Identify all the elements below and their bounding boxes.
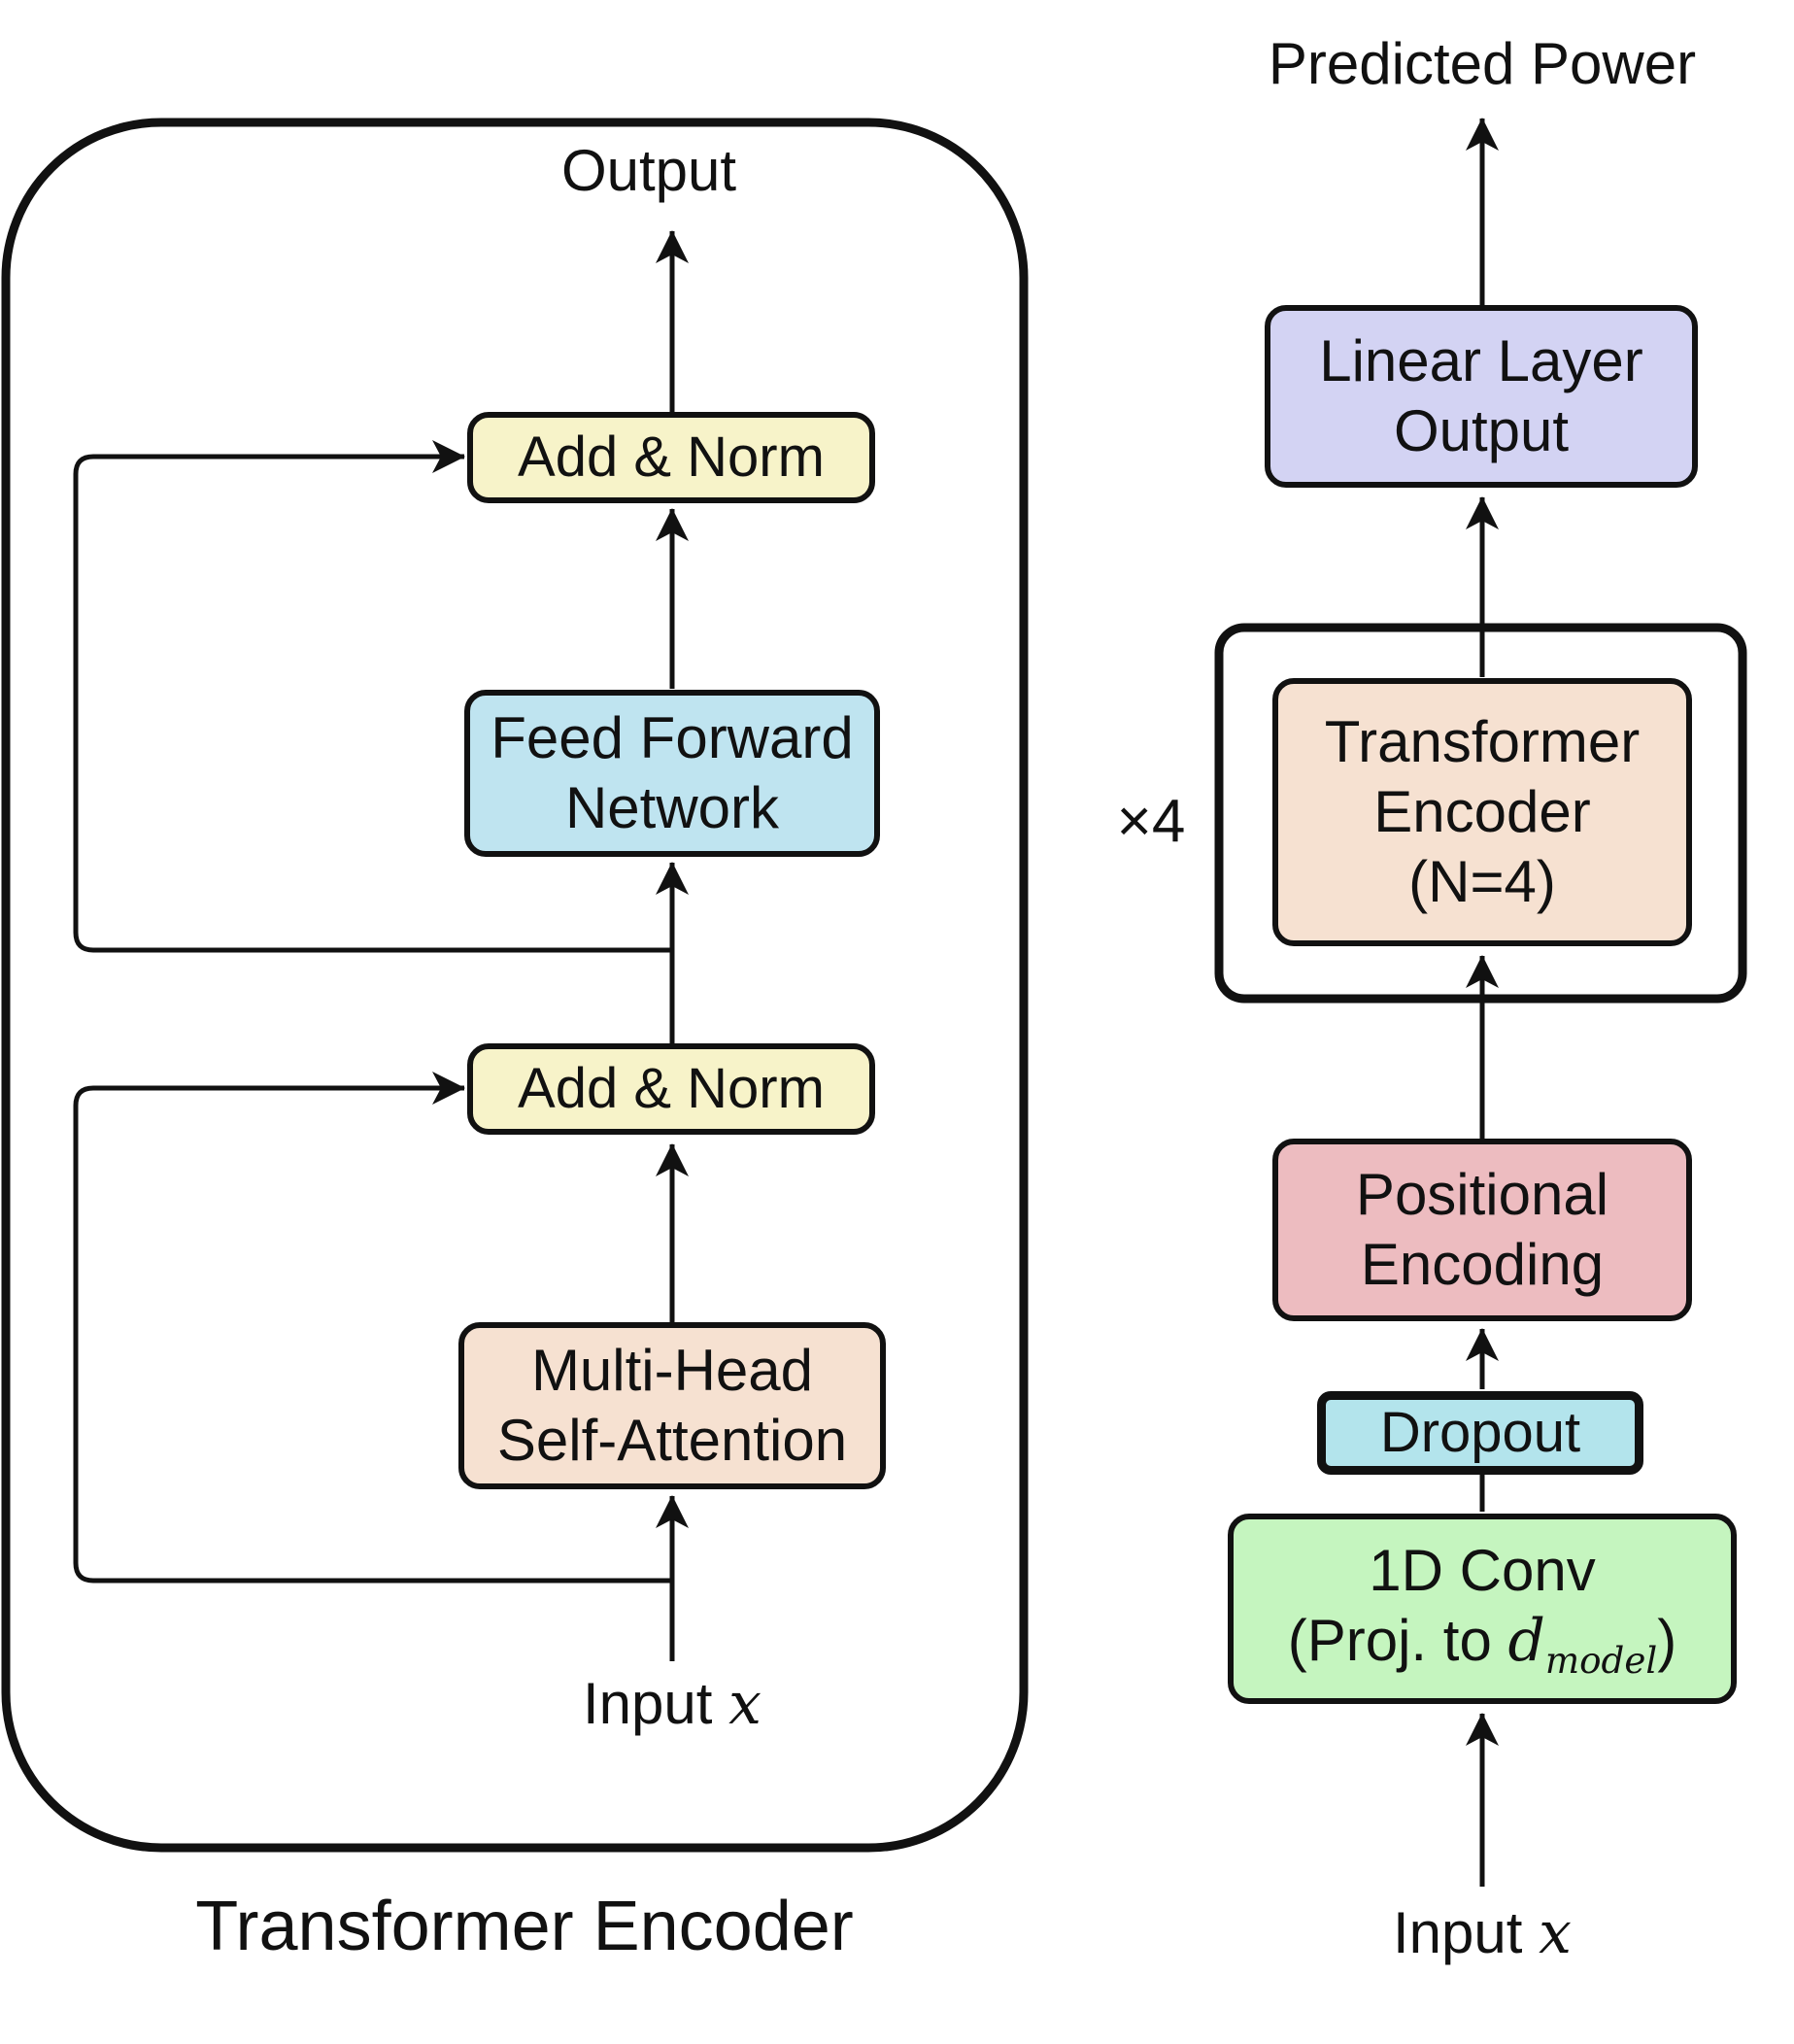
- encoder-detail-frame: [1, 118, 1029, 1853]
- add-norm-top-label: Add & Norm: [518, 426, 825, 490]
- multi-head-self-attention-block: Multi-Head Self-Attention: [458, 1322, 886, 1489]
- positional-label-line2: Encoding: [1360, 1232, 1605, 1297]
- residual-arrow-bottom: [73, 1072, 672, 1584]
- conv-label-line1: 1D Conv: [1369, 1537, 1596, 1603]
- encoder-input-variable: x: [728, 1670, 762, 1738]
- pipeline-input-variable: x: [1539, 1899, 1572, 1967]
- predicted-power-label: Predicted Power: [1268, 31, 1697, 96]
- encoder-output-label: Output: [560, 138, 737, 203]
- transformer-encoder-block: Transformer Encoder (N=4): [1272, 678, 1692, 946]
- repeat-count-label: ×4: [1116, 788, 1186, 855]
- conv1d-projection-block: 1D Conv (Proj. to dmodel): [1228, 1514, 1737, 1704]
- ffn-label-line1: Feed Forward: [491, 705, 854, 770]
- add-norm-top-block: Add & Norm: [467, 412, 875, 503]
- linear-label-line1: Linear Layer: [1319, 328, 1643, 393]
- linear-label-line2: Output: [1393, 398, 1570, 463]
- linear-layer-output-block: Linear Layer Output: [1265, 305, 1698, 488]
- dropout-block: Dropout: [1317, 1391, 1643, 1475]
- mhsa-label-line1: Multi-Head: [530, 1338, 814, 1403]
- encoder-label-line2: Encoder: [1373, 779, 1591, 844]
- conv-label-line2: (Proj. to dmodel): [1288, 1606, 1677, 1683]
- dropout-label: Dropout: [1379, 1401, 1581, 1465]
- positional-label-line1: Positional: [1355, 1162, 1609, 1227]
- conv-label-prefix: (Proj. to: [1287, 1607, 1508, 1673]
- mhsa-label-line2: Self-Attention: [496, 1408, 848, 1473]
- encoder-input-label: Input x: [556, 1669, 789, 1739]
- residual-arrow-top: [73, 440, 672, 953]
- add-norm-bottom-block: Add & Norm: [467, 1043, 875, 1135]
- add-norm-bottom-label: Add & Norm: [518, 1057, 825, 1121]
- conv-label-suffix: ): [1657, 1607, 1677, 1673]
- positional-encoding-block: Positional Encoding: [1272, 1139, 1692, 1321]
- encoder-caption: Transformer Encoder: [195, 1888, 854, 1965]
- encoder-label-line1: Transformer: [1324, 709, 1641, 774]
- pipeline-input-text: Input: [1393, 1900, 1523, 1965]
- conv-label-subscript: model: [1544, 1638, 1658, 1682]
- feed-forward-network-block: Feed Forward Network: [464, 690, 880, 857]
- encoder-input-text: Input: [583, 1671, 713, 1736]
- encoder-label-line3: (N=4): [1408, 849, 1556, 914]
- conv-label-variable: d: [1507, 1606, 1545, 1675]
- ffn-label-line2: Network: [564, 775, 780, 840]
- pipeline-input-label: Input x: [1366, 1898, 1599, 1968]
